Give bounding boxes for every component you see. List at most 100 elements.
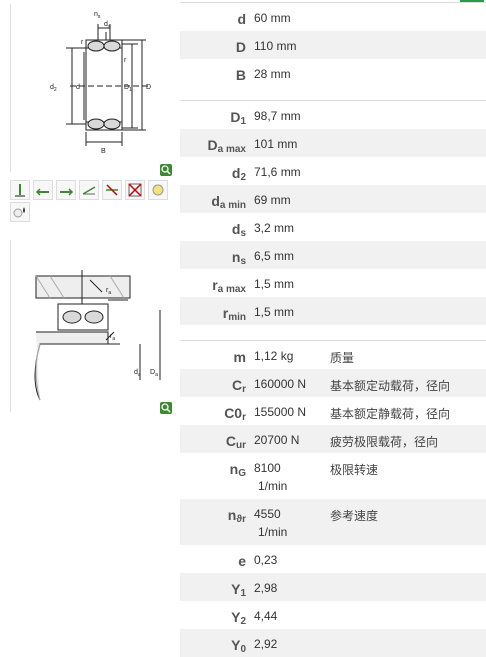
spec-label: D1	[180, 109, 252, 127]
spec-symbol: r	[222, 305, 229, 321]
spec-symbol: n	[227, 507, 237, 523]
spec-label: Y1	[180, 581, 252, 599]
divider	[10, 4, 11, 172]
spec-value-text: 4550	[254, 507, 281, 521]
spec-value-text: 20700 N	[254, 433, 300, 447]
spec-description: 参考速度	[330, 509, 379, 523]
r-label-right: r	[124, 57, 127, 64]
spec-description: 极限转速	[330, 463, 379, 477]
spec-value-text: 3,2 mm	[254, 221, 295, 235]
spec-value: 1,5 mm	[252, 277, 330, 291]
spec-value-text: 1,5 mm	[254, 277, 295, 291]
spec-symbol-subscript: 0	[240, 644, 246, 655]
spec-value: 1,5 mm	[252, 305, 330, 319]
spec-value-text: 160000 N	[254, 377, 307, 391]
spec-symbol: m	[233, 349, 246, 365]
spec-symbol: d	[231, 221, 241, 237]
spec-label: nϑr	[180, 507, 252, 525]
spec-symbol: n	[229, 461, 239, 477]
spec-row: Cur 20700 N 疲劳极限载荷，径向	[180, 425, 486, 453]
radial-load-left-icon	[33, 180, 53, 200]
spec-value: 71,6 mm	[252, 165, 330, 179]
da-label: da	[134, 369, 141, 378]
spec-value: 110 mm	[252, 39, 330, 53]
spec-symbol-subscript: a max	[217, 284, 246, 295]
ra-label-top: ra	[106, 287, 111, 296]
spec-label: d2	[180, 165, 252, 183]
spec-symbol: C	[225, 433, 236, 449]
spec-label: ra max	[180, 277, 252, 295]
spec-value-text: 155000 N	[254, 405, 307, 419]
drawings-panel: ns ds r r d2 d D1 D B	[0, 0, 178, 656]
spec-symbol-subscript: G	[238, 468, 246, 479]
spec-symbol: r	[212, 277, 218, 293]
spec-symbol-subscript: ϑr	[236, 514, 246, 525]
Da-label: Da	[150, 369, 158, 378]
zoom-icon[interactable]	[160, 402, 172, 414]
spec-value-text: 98,7 mm	[254, 109, 301, 123]
spec-symbol-subscript: min	[228, 312, 246, 323]
radial-load-right-icon	[56, 180, 76, 200]
d-label: d	[76, 84, 80, 91]
spec-value: 2,98	[252, 581, 330, 595]
spec-label: rmin	[180, 305, 252, 323]
spec-value: 2,92	[252, 637, 330, 651]
spec-label: ns	[180, 249, 252, 267]
spec-symbol: B	[235, 67, 246, 83]
spec-symbol: d	[231, 165, 241, 181]
spec-label: m	[180, 349, 252, 365]
spec-unit: 1/min	[258, 479, 288, 493]
B-label: B	[101, 148, 106, 155]
top-accent-line	[460, 0, 484, 2]
ra-label-bottom: ra	[110, 333, 115, 342]
spec-symbol-subscript: ur	[236, 440, 246, 451]
spec-value-text: 2,98	[254, 581, 278, 595]
D1-label: D1	[124, 84, 132, 93]
spec-symbol: n	[231, 249, 241, 265]
spec-value: 28 mm	[252, 67, 330, 81]
spec-symbol-subscript: 2	[240, 172, 246, 183]
spec-symbol: Y	[231, 609, 241, 625]
spec-label: Cr	[180, 377, 252, 395]
spec-symbol: Y	[231, 581, 241, 597]
spec-symbol-subscript: 2	[240, 616, 246, 627]
spec-value-text: 6,5 mm	[254, 249, 295, 263]
spec-value: 4,44	[252, 609, 330, 623]
spec-value: 1,12 kg	[252, 349, 330, 363]
spec-label: d	[180, 11, 252, 27]
spec-symbol-subscript: 1	[240, 116, 246, 127]
spec-value-text: 28 mm	[254, 67, 291, 81]
spec-symbol-subscript: a max	[217, 144, 246, 155]
spec-label: Da max	[180, 137, 252, 155]
spec-description: 疲劳极限载荷，径向	[330, 435, 439, 449]
spec-label: da min	[180, 193, 252, 211]
ns-label: ns	[94, 11, 101, 20]
spec-description: 基本额定静载荷，径向	[330, 407, 451, 421]
divider	[10, 240, 11, 412]
spec-label: e	[180, 553, 252, 569]
spec-row: B 28 mm	[180, 59, 486, 87]
spec-symbol-subscript: s	[240, 256, 246, 267]
spec-label: Y0	[180, 637, 252, 655]
D-label: D	[146, 84, 151, 91]
spec-value: 101 mm	[252, 137, 330, 151]
spec-symbol-subscript: s	[240, 228, 246, 239]
spec-value: 3,2 mm	[252, 221, 330, 235]
spec-value: 60 mm	[252, 11, 330, 25]
zoom-icon[interactable]	[160, 164, 172, 176]
spec-value-text: 101 mm	[254, 137, 298, 151]
spec-value: 69 mm	[252, 193, 330, 207]
